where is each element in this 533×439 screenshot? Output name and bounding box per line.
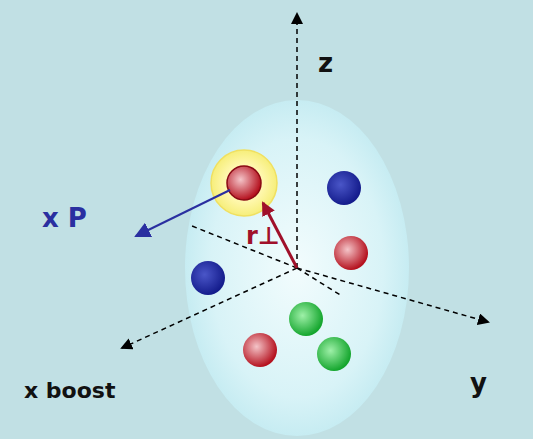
axis-label: x boost: [24, 380, 115, 402]
axis-label: y: [470, 370, 487, 396]
momentum-label: x P: [42, 205, 87, 231]
position-label: r⊥: [246, 224, 280, 248]
axis-label: z: [318, 50, 333, 76]
